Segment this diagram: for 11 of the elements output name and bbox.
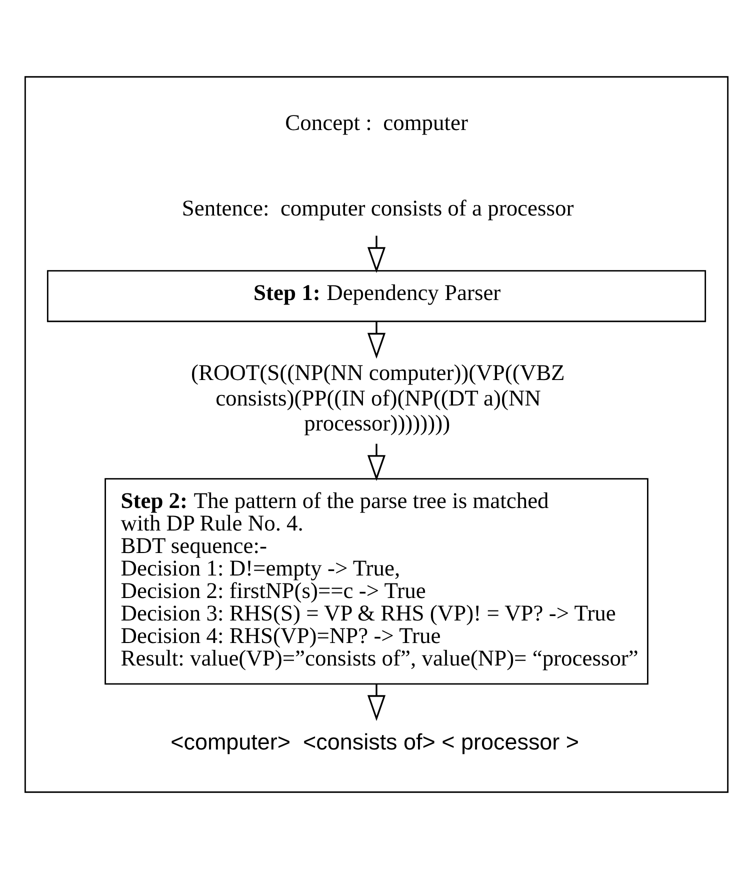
- node-text: (ROOT(S((NP(NN computer))(VP((VBZ consists)(PP((IN of)(NP((DT a)(NN processor)))))))): [191, 360, 565, 436]
- node-box: Step 2: The pattern of the parse tree is matched with DP Rule No. 4. BDT sequence:- Decision 1: D!=empty -> True, Decision 2: firstNP(s)==c -> True Decision 3: RHS(S) = VP & RHS (VP)! = VP? -> True Decision 4: RHS(VP)=NP? -> True Result: value(VP)=”consists of”, value(NP)= “processor”: [104, 478, 648, 685]
- arrow: [367, 321, 386, 359]
- arrow: [367, 236, 386, 274]
- node-text: Sentence: computer consists of a processor: [182, 196, 574, 221]
- cluster: [24, 76, 729, 793]
- node-text: <computer> <consists of> < processor >: [170, 730, 580, 755]
- arrow: [367, 684, 386, 722]
- node-box: Step 1: Dependency Parser: [46, 270, 706, 322]
- arrow: [367, 444, 386, 481]
- label: Concept : computer: [285, 110, 468, 135]
